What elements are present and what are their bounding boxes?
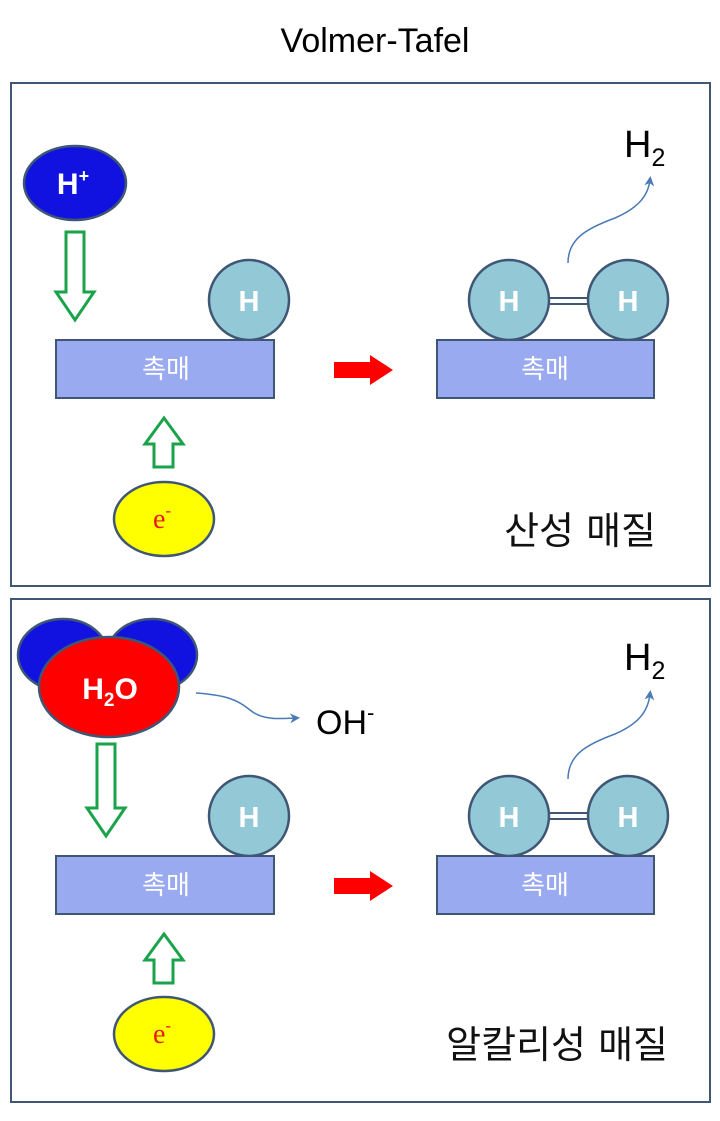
proton-to-catalyst-arrow xyxy=(53,230,97,323)
alkaline-panel-frame xyxy=(10,598,711,1103)
h2-release-arrow xyxy=(567,176,655,264)
adsorbed-h-label: H xyxy=(239,286,260,318)
electron-to-catalyst-arrow-alkaline xyxy=(142,931,186,985)
diagram-title: Volmer-Tafel xyxy=(281,22,470,60)
reaction-arrow-alkaline xyxy=(334,871,393,901)
h2-release-arrow-alkaline xyxy=(567,690,655,780)
proton: H+ xyxy=(22,144,128,222)
water-molecule: H2O xyxy=(16,617,199,739)
hydroxide-label: OH- xyxy=(316,700,374,742)
h2-atom-right-label-alkaline: H xyxy=(618,802,639,834)
catalyst-left-label-alkaline: 촉매 xyxy=(142,871,190,901)
electron-label-alkaline: e- xyxy=(153,1016,171,1050)
oh-release-arrow xyxy=(195,692,300,724)
proton-shape xyxy=(22,144,128,222)
acidic-panel: H+ H 촉매 e- H H 촉매 H2 산성 매질 xyxy=(10,82,711,587)
acidic-medium-label: 산성 매질 xyxy=(504,509,656,553)
alkaline-medium-label: 알칼리성 매질 xyxy=(446,1023,668,1067)
water-o-atom xyxy=(37,635,181,739)
h2-atom-left-label: H xyxy=(499,286,520,318)
electron-label: e- xyxy=(153,501,171,535)
alkaline-panel: H2O OH- H 촉매 e- H H 촉매 H2 xyxy=(10,598,711,1103)
electron-alkaline xyxy=(112,995,216,1073)
water-to-catalyst-arrow xyxy=(84,742,128,839)
electron-to-catalyst-arrow xyxy=(142,415,186,469)
h2-product-label-alkaline: H2 xyxy=(624,637,665,685)
h2-atom-left-label-alkaline: H xyxy=(499,802,520,834)
catalyst-right-label: 촉매 xyxy=(521,355,569,385)
adsorbed-h-label-alkaline: H xyxy=(239,802,260,834)
catalyst-right-label-alkaline: 촉매 xyxy=(521,871,569,901)
h2-atom-right-label: H xyxy=(618,286,639,318)
reaction-arrow xyxy=(334,355,393,385)
catalyst-right xyxy=(436,339,655,399)
acidic-panel-frame xyxy=(10,82,711,587)
h2-product-label: H2 xyxy=(624,124,665,172)
electron xyxy=(112,480,216,558)
catalyst-left-alkaline xyxy=(55,855,275,915)
catalyst-left xyxy=(55,339,275,399)
proton-label: H+ xyxy=(57,166,89,201)
water-label: H2O xyxy=(82,673,138,711)
catalyst-left-label: 촉매 xyxy=(142,355,190,385)
catalyst-right-alkaline xyxy=(436,855,655,915)
